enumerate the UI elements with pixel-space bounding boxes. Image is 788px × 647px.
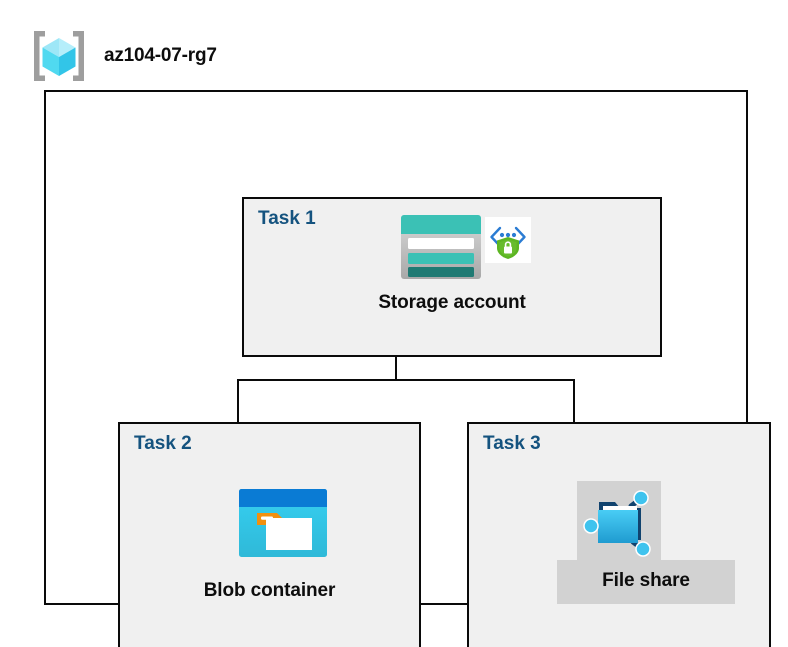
storage-account-node[interactable] <box>399 212 531 282</box>
secure-endpoint-shield-lock-badge-icon <box>485 217 531 263</box>
resource-group-header: az104-07-rg7 <box>28 25 217 87</box>
task-label-2: Task 2 <box>134 433 192 454</box>
file-share-icon <box>583 490 651 557</box>
resource-group-container: Task 1 <box>44 90 771 647</box>
resource-group-name: az104-07-rg7 <box>104 45 217 66</box>
blob-container-node[interactable] <box>238 488 328 558</box>
file-share-label-selection-highlight <box>557 560 735 604</box>
file-share-node[interactable] <box>581 484 657 558</box>
resource-group-cube-icon <box>34 31 84 81</box>
storage-account-icon <box>401 215 481 279</box>
task-label-3: Task 3 <box>483 433 541 454</box>
blob-container-caption: Blob container <box>203 580 336 601</box>
blob-container-icon <box>239 489 327 557</box>
task-label-1: Task 1 <box>258 208 316 229</box>
file-share-caption: File share <box>602 570 690 591</box>
storage-account-caption: Storage account <box>378 292 526 313</box>
